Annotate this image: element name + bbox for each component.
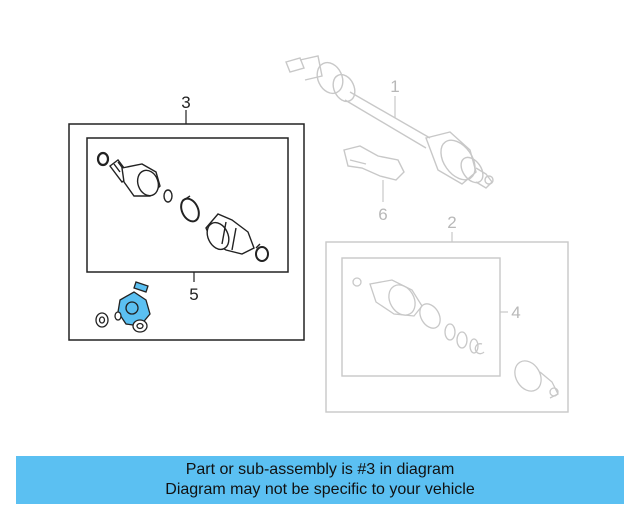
callout-6: 6: [378, 205, 387, 224]
assembly-box-2: [325, 241, 569, 413]
banner-line-1: Part or sub-assembly is #3 in diagram: [185, 461, 455, 478]
callout-4: 4: [511, 303, 520, 322]
drive-shaft-assembly: [285, 55, 494, 189]
parts-diagram: 1 6 2 4 3 5: [68, 55, 569, 413]
cv-joint-parts[interactable]: [96, 151, 269, 262]
assembly-box-5[interactable]: [86, 137, 289, 273]
assembly-box-4: [341, 257, 501, 377]
tripod-parts[interactable]: [95, 281, 151, 333]
callout-1: 1: [390, 77, 399, 96]
callout-5: 5: [189, 285, 198, 304]
info-banner: Part or sub-assembly is #3 in diagram Di…: [16, 456, 624, 504]
callout-3: 3: [181, 93, 190, 112]
seal-bracket: [343, 145, 405, 181]
banner-line-2: Diagram may not be specific to your vehi…: [165, 481, 475, 498]
box-2-parts: [352, 277, 559, 399]
callout-2: 2: [447, 213, 456, 232]
assembly-box-3[interactable]: [68, 123, 305, 341]
